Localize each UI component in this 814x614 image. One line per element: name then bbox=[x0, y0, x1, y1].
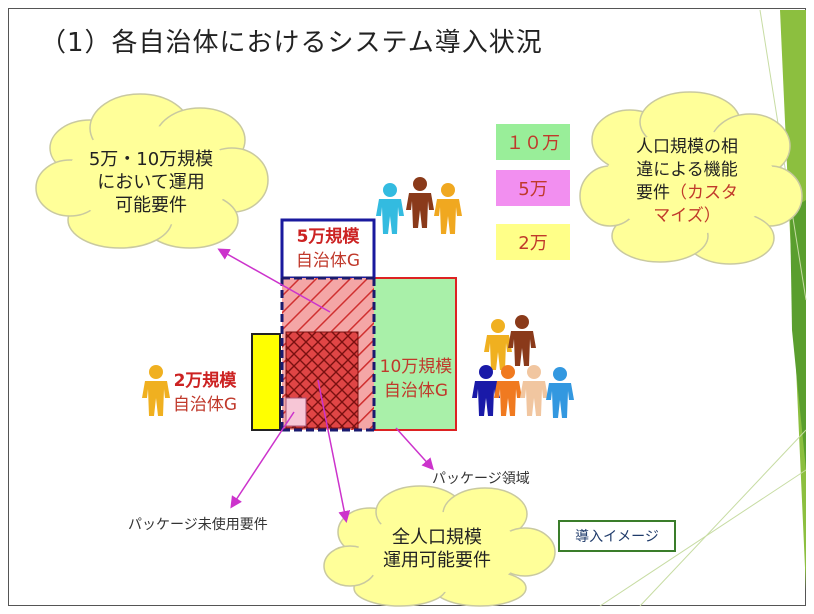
legend-2man: 2万 bbox=[496, 224, 570, 260]
box-2man bbox=[251, 333, 281, 431]
label-2man-line2: 自治体G bbox=[172, 395, 238, 415]
cloud-bottom bbox=[323, 485, 556, 607]
cloud-left-text: 5万・10万規模 において運用 可能要件 bbox=[70, 148, 232, 217]
people-top bbox=[376, 177, 462, 234]
label-5man-line2: 自治体G bbox=[295, 251, 361, 271]
box-10man bbox=[371, 277, 457, 431]
group-boxes bbox=[251, 218, 457, 432]
label-5man-line1: 5万規模 bbox=[296, 227, 360, 247]
label-10man-line2: 自治体G bbox=[383, 381, 449, 401]
people-right bbox=[472, 315, 574, 418]
cloud-bottom-text: 全人口規模 運用可能要件 bbox=[362, 526, 512, 572]
cloud-right-text-a: 要件 bbox=[636, 183, 670, 203]
cloud-right-text: 人口規模の相 違による機能 要件（カスタ マイズ） bbox=[612, 136, 762, 228]
arrows bbox=[217, 248, 435, 523]
cloud-left-line: 5万・10万規模 bbox=[88, 149, 214, 170]
legend-10man: １０万 bbox=[496, 124, 570, 160]
cloud-right-text-b: （カスタ bbox=[670, 183, 738, 203]
label-2man-line1: 2万規模 bbox=[173, 371, 237, 391]
page-title: （1）各自治体におけるシステム導入状況 bbox=[40, 28, 543, 58]
cloud-right-line: 人口規模の相 bbox=[636, 137, 738, 157]
legend-5man: 5万 bbox=[496, 170, 570, 206]
cloud-bottom-line: 運用可能要件 bbox=[383, 550, 491, 571]
cloud-left-line: において運用 bbox=[97, 172, 205, 193]
box-unused bbox=[285, 397, 307, 427]
cloud-right-line: マイズ） bbox=[653, 206, 721, 226]
cloud-left bbox=[35, 93, 269, 249]
introduction-image-button[interactable]: 導入イメージ bbox=[558, 520, 676, 552]
cloud-bottom-line: 全人口規模 bbox=[392, 527, 482, 548]
cloud-right-line: 違による機能 bbox=[636, 160, 738, 180]
label-package-unused: パッケージ未使用要件 bbox=[128, 517, 268, 533]
cloud-left-line: 可能要件 bbox=[115, 195, 187, 216]
cloud-right-line: 要件（カスタ bbox=[612, 182, 762, 205]
cloud-right bbox=[579, 91, 803, 265]
label-package-area: パッケージ領域 bbox=[432, 471, 530, 487]
label-10man-line1: 10万規模 bbox=[379, 357, 453, 377]
